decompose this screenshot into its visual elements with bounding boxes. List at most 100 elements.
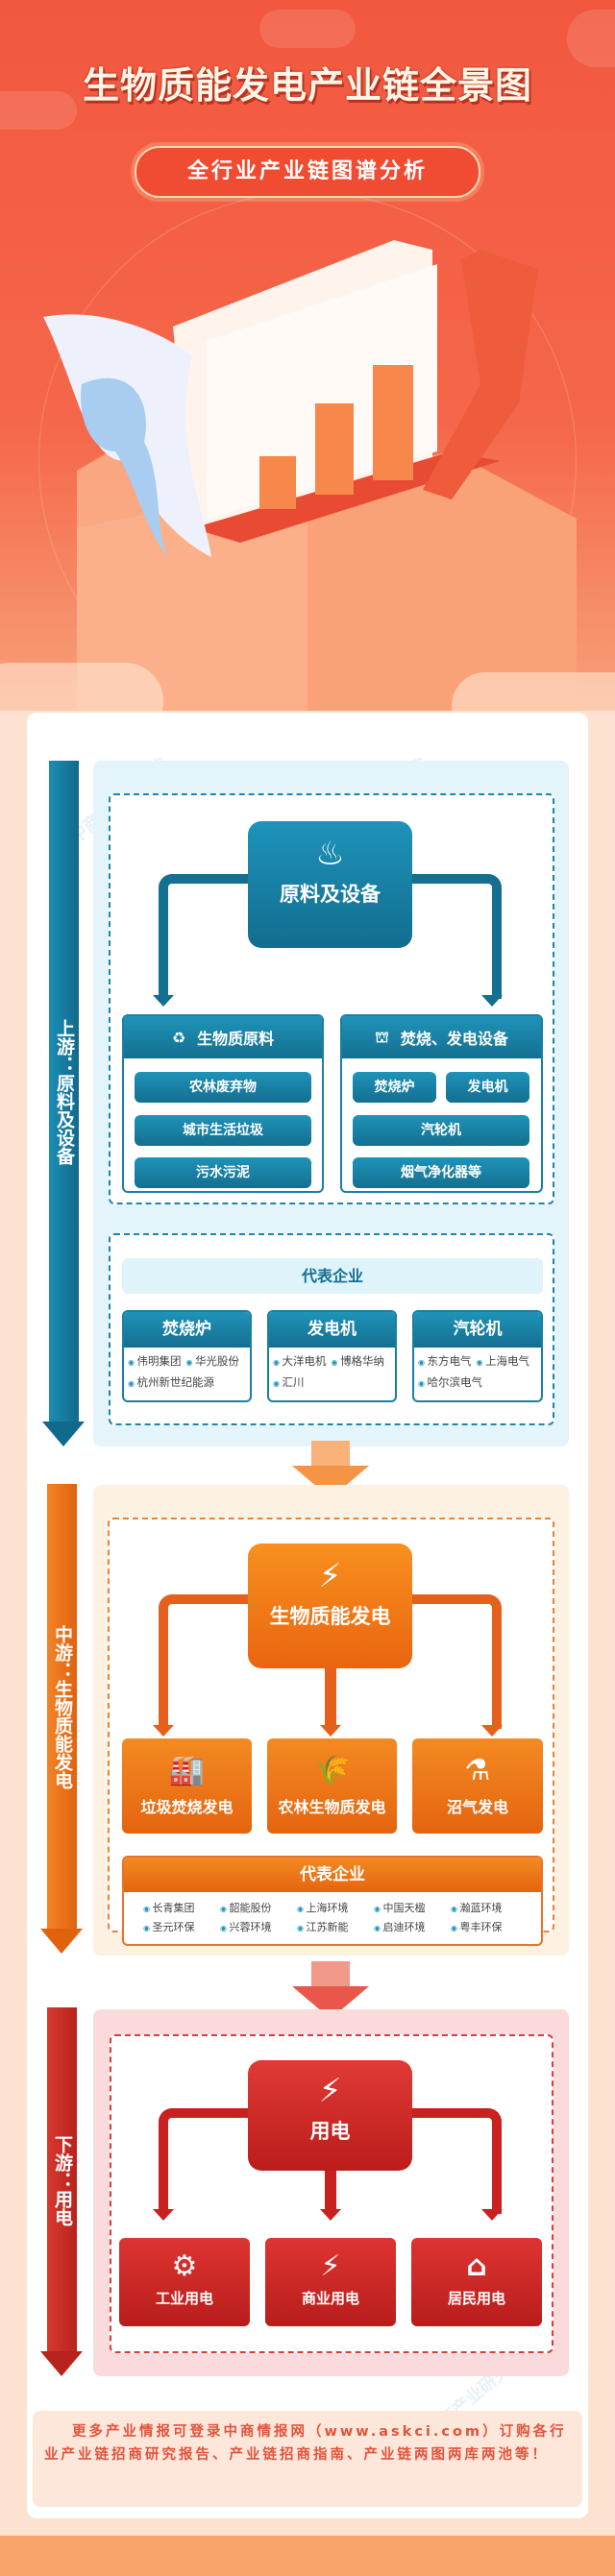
company-name: 伟明集团: [128, 1353, 182, 1371]
arrow-down-icon: [320, 2209, 341, 2221]
company-card: 汽轮机 东方电气上海电气哈尔滨电气: [412, 1310, 543, 1402]
company-name: 瀚蓝环境: [451, 1900, 522, 1915]
midstream-stage-label: 中游：生物质能发电: [52, 1625, 73, 1789]
hero-banner: [0, 0, 615, 711]
generation-type-label: 沼气发电: [446, 1798, 508, 1816]
arrow-down-icon: [153, 1725, 174, 1737]
company-name: 长青集团: [143, 1900, 214, 1915]
residential-power-icon: ⌂: [466, 2249, 487, 2283]
pipe-left: [159, 874, 255, 999]
consumption-type-card: ⚡ 商业用电: [265, 2238, 396, 2326]
pipe-left: [159, 2108, 255, 2214]
downstream-down-arrow-icon: [40, 2351, 83, 2376]
pipe-center: [325, 2171, 336, 2211]
generation-type-card: ⚗ 沼气发电: [412, 1738, 543, 1834]
generation-type-card: 🏭 垃圾焚烧发电: [122, 1738, 252, 1834]
footer-note: 更多产业情报可登录中商情报网（www.askci.com）订购各行业产业链招商研…: [33, 2411, 582, 2507]
rep-companies-title: 代表企业: [122, 1258, 543, 1294]
consumption-type-label: 工业用电: [155, 2290, 213, 2307]
company-category: 发电机: [269, 1312, 395, 1348]
factory-flame-icon: ♨: [315, 835, 345, 873]
electric-board-icon: ⚡: [318, 2072, 342, 2110]
midstream-hub: ⚡ 生物质能发电: [248, 1543, 412, 1668]
company-name: 韶能股份: [220, 1900, 291, 1915]
consumption-type-card: ⌂ 居民用电: [411, 2238, 542, 2326]
equipment-item: 焚烧炉: [353, 1072, 436, 1103]
company-name: 华光股份: [186, 1353, 239, 1371]
upstream-hub-label: 原料及设备: [280, 883, 381, 906]
company-name: 粤丰环保: [451, 1919, 522, 1934]
company-name: 杭州新世纪能源: [128, 1374, 215, 1392]
company-name: 江苏新能: [297, 1919, 368, 1934]
material-item: 农林废弃物: [135, 1072, 311, 1103]
rep-companies-title: 代表企业: [124, 1858, 541, 1892]
commercial-power-icon: ⚡: [320, 2249, 341, 2283]
pipe-right: [404, 874, 502, 999]
midstream-hub-label: 生物质能发电: [269, 1605, 391, 1628]
arrow-down-icon: [153, 995, 174, 1007]
flow-arrow-stem: [311, 1441, 350, 1468]
consumption-type-label: 居民用电: [447, 2290, 505, 2307]
subtitle-banner: 全行业产业链图谱分析: [135, 146, 480, 198]
downstream-stage-label: 下游：用电: [52, 2134, 73, 2226]
power-tower-icon: ⚡: [318, 1557, 342, 1595]
downstream-stage-bar: 下游：用电: [47, 2007, 77, 2353]
wheat-icon: 🌾: [313, 1754, 351, 1787]
equipment-tower-icon: ⛫: [375, 1027, 389, 1046]
company-name: 圣元环保: [143, 1919, 214, 1934]
pipe-right: [404, 1594, 502, 1729]
equipment-item: 汽轮机: [353, 1115, 529, 1146]
company-category: 焚烧炉: [124, 1312, 250, 1348]
biomass-bag-icon: ♻: [171, 1028, 186, 1047]
industrial-power-icon: ⚙: [171, 2249, 198, 2283]
downstream-hub: ⚡ 用电: [248, 2060, 412, 2171]
company-name: 大洋电机: [273, 1353, 327, 1371]
arrow-down-icon: [153, 2209, 174, 2221]
company-name: 上海环境: [297, 1900, 368, 1915]
arrow-down-icon: [481, 995, 503, 1007]
generation-type-card: 🌾 农林生物质发电: [267, 1738, 397, 1834]
consumption-type-label: 商业用电: [301, 2290, 359, 2307]
generation-type-label: 农林生物质发电: [278, 1798, 386, 1816]
arrow-down-icon: [481, 1725, 503, 1737]
generation-type-label: 垃圾焚烧发电: [140, 1798, 234, 1816]
company-card: 发电机 大洋电机博格华纳汇川: [267, 1310, 397, 1402]
equipment-item: 发电机: [446, 1072, 529, 1103]
upstream-down-arrow-icon: [42, 1422, 85, 1446]
company-name: 启迪环境: [374, 1919, 445, 1934]
midstream-companies-card: 代表企业 长青集团 韶能股份 上海环境 中国天楹 瀚蓝环境 圣元环保 兴蓉环境 …: [122, 1856, 543, 1946]
midstream-stage-bar: 中游：生物质能发电: [47, 1484, 77, 1931]
company-card: 焚烧炉 伟明集团华光股份杭州新世纪能源: [122, 1310, 252, 1402]
power-plant-icon: 🏭: [168, 1754, 206, 1787]
page-title: 生物质能发电产业链全景图: [82, 64, 532, 107]
page-subtitle: 全行业产业链图谱分析: [186, 159, 428, 183]
company-name: 中国天楹: [374, 1900, 445, 1915]
group-title: 焚烧、发电设备: [400, 1030, 508, 1048]
upstream-hub: ♨ 原料及设备: [248, 821, 412, 948]
company-name: 兴蓉环境: [220, 1919, 291, 1934]
company-name: 哈尔滨电气: [418, 1374, 483, 1392]
upstream-stage-bar: 上游：原料及设备: [49, 761, 79, 1423]
material-item: 污水污泥: [135, 1157, 311, 1188]
downstream-hub-label: 用电: [309, 2120, 351, 2143]
equipment-item: 烟气净化器等: [353, 1157, 529, 1188]
bottom-bar: [0, 2536, 615, 2576]
company-name: 汇川: [273, 1374, 305, 1392]
consumption-type-card: ⚙ 工业用电: [119, 2238, 250, 2326]
upstream-stage-label: 上游：原料及设备: [54, 1019, 75, 1165]
pipe-center: [325, 1666, 336, 1726]
group-title: 生物质原料: [197, 1030, 275, 1048]
pipe-left: [159, 1594, 255, 1729]
company-category: 汽轮机: [414, 1312, 541, 1348]
arrow-down-icon: [481, 2209, 503, 2221]
material-item: 城市生活垃圾: [135, 1115, 311, 1146]
arrow-down-icon: [320, 1725, 341, 1737]
company-name: 上海电气: [477, 1353, 529, 1371]
company-name: 东方电气: [418, 1353, 472, 1371]
company-name: 博格华纳: [332, 1353, 384, 1371]
midstream-down-arrow-icon: [40, 1929, 83, 1954]
report-illustration: [43, 240, 577, 711]
biogas-flask-icon: ⚗: [464, 1754, 491, 1787]
pipe-right: [404, 2108, 502, 2214]
flow-arrow-stem: [311, 1961, 350, 1988]
